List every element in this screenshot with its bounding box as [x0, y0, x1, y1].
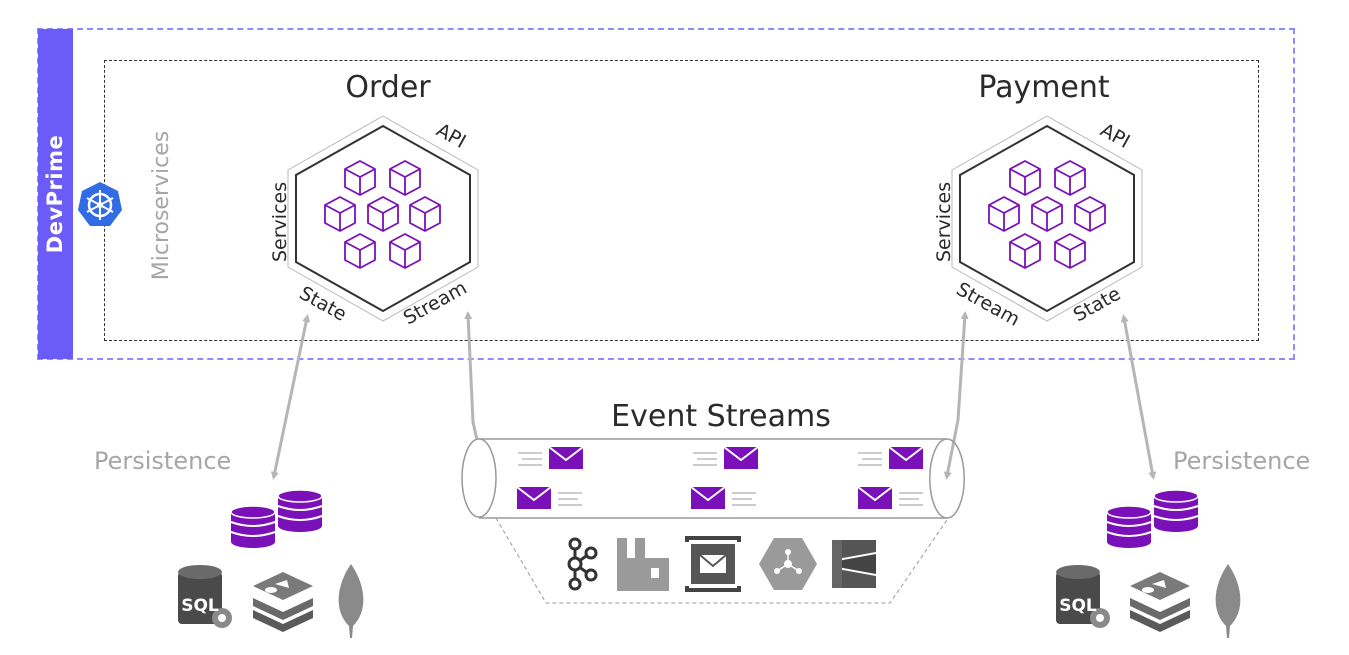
order-stream-label: Stream: [400, 277, 471, 330]
payment-services-label: Services: [933, 182, 955, 262]
queue-icon: [685, 536, 741, 592]
order-hexagon-outer: [287, 115, 479, 322]
payment-state-arrow: [1120, 314, 1157, 480]
kubernetes-icon: [78, 182, 122, 226]
sql-server-label: SQL: [181, 596, 219, 616]
payment-hexagon: [959, 124, 1135, 313]
kafka-icon: [567, 537, 598, 591]
devprime-sidebar: [38, 29, 73, 359]
rabbitmq-icon: [617, 538, 669, 591]
order-title: Order: [345, 70, 431, 105]
payment-hexagon-outer: [951, 115, 1143, 322]
redis-icon: [1130, 572, 1190, 632]
mongodb-icon: [338, 564, 364, 638]
sql-server-label: SQL: [1059, 596, 1097, 616]
order-services-label: Services: [269, 182, 291, 262]
payment-cubes: [988, 160, 1106, 269]
persistence-label-right: Persistence: [1173, 447, 1310, 475]
persistence-label-left: Persistence: [94, 447, 231, 475]
event-stream-pipe: [461, 438, 965, 604]
redis-icon: [253, 572, 313, 632]
order-cubes: [324, 160, 441, 269]
payment-stream-arrow: [943, 311, 969, 480]
pubsub-icon: [759, 538, 817, 590]
database-stack-icon: [230, 489, 323, 549]
order-state-arrow: [270, 314, 311, 480]
sqs-icon: [832, 540, 876, 588]
event-streams-title: Event Streams: [611, 399, 831, 434]
event-messages: [516, 446, 924, 510]
database-stack-icon: [1106, 489, 1199, 549]
order-hexagon: [295, 124, 471, 313]
payment-state-label: State: [1070, 283, 1125, 327]
payment-title: Payment: [978, 70, 1110, 105]
mongodb-icon: [1215, 564, 1241, 638]
